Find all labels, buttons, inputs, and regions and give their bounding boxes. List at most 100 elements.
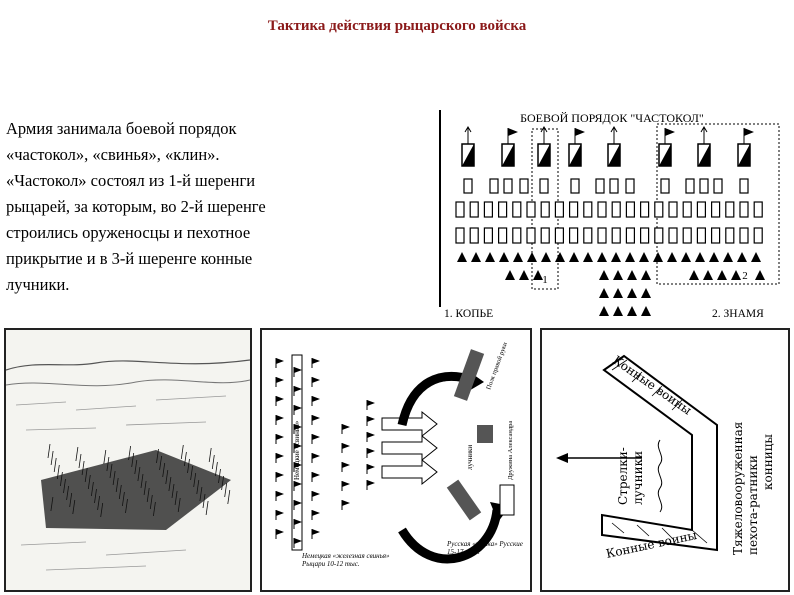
archer-figure — [641, 270, 651, 280]
druzhina-label: Дружина Александра — [507, 421, 514, 480]
archer-figure — [703, 270, 713, 280]
infantry-figure — [597, 227, 607, 244]
archer-figure — [513, 252, 523, 262]
formation-svg: БОЕВОЙ ПОРЯДОК "ЧАСТОКОЛ" 1 2 1. КОПЬЕ 2… — [439, 110, 780, 320]
spear-line — [118, 484, 122, 500]
spear-line — [84, 467, 88, 483]
spear-line — [50, 450, 54, 466]
knight-spearhead — [700, 126, 708, 133]
archer-figure — [519, 270, 529, 280]
flag — [312, 510, 320, 516]
archer-figure — [533, 270, 543, 280]
infantry-row-2 — [455, 227, 763, 244]
infantry-figure — [739, 201, 749, 218]
archer-figure — [611, 252, 621, 262]
spear-line — [184, 451, 187, 467]
spear-line — [149, 494, 153, 510]
squires-row — [463, 178, 749, 194]
spear-line — [122, 491, 125, 507]
spear-line — [72, 499, 76, 515]
infantry-figure — [725, 227, 735, 244]
spear-line — [47, 443, 51, 459]
hill-line — [5, 379, 251, 387]
knights-row — [461, 126, 754, 167]
flag — [312, 434, 320, 440]
flag — [276, 434, 284, 440]
archer-figure — [667, 252, 677, 262]
archer-figure — [599, 288, 609, 298]
infantry-figure — [668, 201, 678, 218]
spear-line — [100, 502, 104, 518]
formation-diagram: БОЕВОЙ ПОРЯДОК "ЧАСТОКОЛ" 1 2 1. КОПЬЕ 2… — [432, 102, 790, 324]
spear-line — [63, 478, 66, 494]
infantry-figure — [569, 227, 579, 244]
left-regiment-block — [446, 479, 482, 521]
flag — [294, 519, 302, 525]
knight-flags — [275, 358, 375, 548]
army-block — [41, 450, 231, 530]
spear-line — [205, 500, 209, 516]
spear-line — [112, 470, 116, 486]
squire-figure — [660, 178, 670, 194]
flag — [276, 529, 284, 535]
infantry-figure — [640, 201, 650, 218]
top-horsemen-label: Конные воины — [610, 353, 694, 418]
archer-figure — [751, 252, 761, 262]
infantry-figure — [753, 201, 763, 218]
archer-figure — [597, 252, 607, 262]
infantry-figure — [497, 227, 508, 244]
infantry-figure — [711, 201, 721, 218]
infantry-figure — [469, 201, 479, 218]
squire-figure — [539, 178, 549, 194]
archer-figure — [717, 270, 727, 280]
infantry-label-2: пехота-ратники — [746, 455, 760, 555]
right-regiment-block — [453, 349, 485, 401]
knight-spearhead — [540, 126, 548, 133]
terrain-hatching — [15, 395, 227, 571]
infantry-figure — [625, 227, 635, 244]
flag — [342, 500, 350, 506]
flag — [342, 481, 350, 487]
archer-figure — [499, 252, 509, 262]
archer-figure — [599, 306, 609, 316]
archer-figure — [555, 252, 565, 262]
spears-pattern — [47, 443, 231, 518]
flag — [276, 453, 284, 459]
archer-figure — [641, 288, 651, 298]
spear-line — [69, 492, 73, 508]
spear-line — [78, 453, 82, 469]
spear-line — [208, 447, 212, 463]
archer-figure — [485, 252, 495, 262]
knight-shade — [738, 144, 750, 166]
spear-line — [190, 465, 193, 481]
druzhina-block — [477, 425, 493, 443]
knight-shade — [462, 144, 474, 166]
flag — [367, 480, 375, 486]
archer-figure — [681, 252, 691, 262]
spear-line — [215, 461, 218, 477]
archer-figure — [613, 306, 623, 316]
knight-banner — [744, 128, 754, 136]
spear-line — [180, 444, 184, 460]
spear-line — [171, 483, 175, 499]
infantry-figure — [696, 201, 706, 218]
legend-spear: 1. КОПЬЕ — [444, 308, 493, 320]
spear-line — [156, 448, 159, 464]
german-column — [291, 354, 303, 551]
knight-shade — [659, 144, 671, 166]
infantry-figure — [554, 201, 565, 218]
spear-line — [221, 475, 224, 491]
flag — [312, 415, 320, 421]
infantry-figure — [682, 227, 692, 244]
spear-line — [153, 501, 156, 517]
wedge-diagram: Конные воины Конные воины Стрелки- лучни… — [540, 328, 790, 592]
wedge-outline — [601, 354, 718, 552]
flag — [342, 462, 350, 468]
spear-line — [53, 457, 57, 473]
archer-figure — [505, 270, 515, 280]
legend-banner: 2. ЗНАМЯ — [712, 308, 764, 320]
archer-figure — [625, 252, 635, 262]
reserve-block — [499, 484, 515, 516]
flag — [312, 453, 320, 459]
knight-shade — [502, 144, 514, 166]
